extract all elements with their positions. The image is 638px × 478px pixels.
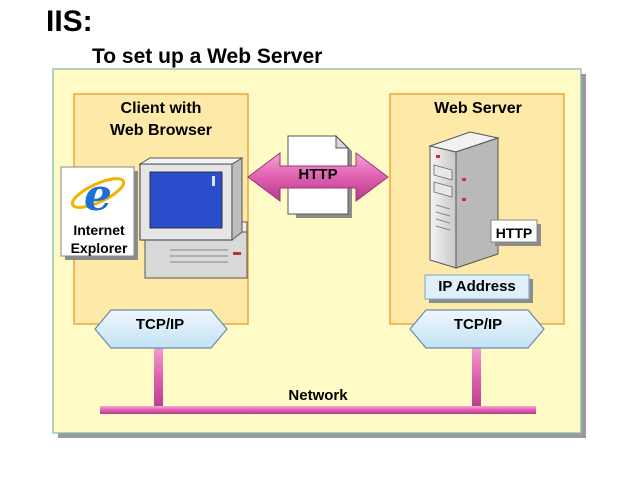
- server-http-label: HTTP: [495, 225, 533, 241]
- client-title-line2: Web Browser: [110, 122, 212, 139]
- page-subtitle: To set up a Web Server: [92, 45, 323, 68]
- page-title: IIS:: [46, 5, 93, 38]
- ie-label-line2: Explorer: [70, 240, 128, 256]
- internet-explorer-card: e: [60, 166, 138, 260]
- internet-explorer-icon: e: [70, 170, 126, 221]
- network-label: Network: [288, 387, 348, 404]
- tcp-ip-left-label: TCP/IP: [135, 316, 185, 333]
- network-line: [100, 406, 536, 414]
- ip-address-box: [424, 274, 530, 300]
- client-title-line1: Client with: [120, 100, 202, 117]
- svg-text:e: e: [84, 170, 112, 221]
- tcp-ip-right-shape: [409, 309, 545, 349]
- ip-address-label: IP Address: [438, 278, 516, 295]
- server-title: Web Server: [434, 100, 522, 117]
- ie-label-line1: Internet: [73, 222, 125, 238]
- http-double-arrow: [247, 152, 389, 202]
- internet-explorer-label: Internet Explorer: [62, 221, 136, 257]
- desktop-computer-icon: [138, 157, 248, 279]
- tcp-ip-right-label: TCP/IP: [453, 316, 503, 333]
- server-http-badge: [490, 219, 538, 243]
- server-network-cable: [472, 343, 481, 411]
- server-tower-icon: [428, 131, 500, 269]
- client-title: Client with Web Browser: [76, 98, 246, 142]
- http-arrow-label: HTTP: [298, 166, 338, 183]
- client-network-cable: [154, 343, 163, 411]
- tcp-ip-left-shape: [94, 309, 228, 349]
